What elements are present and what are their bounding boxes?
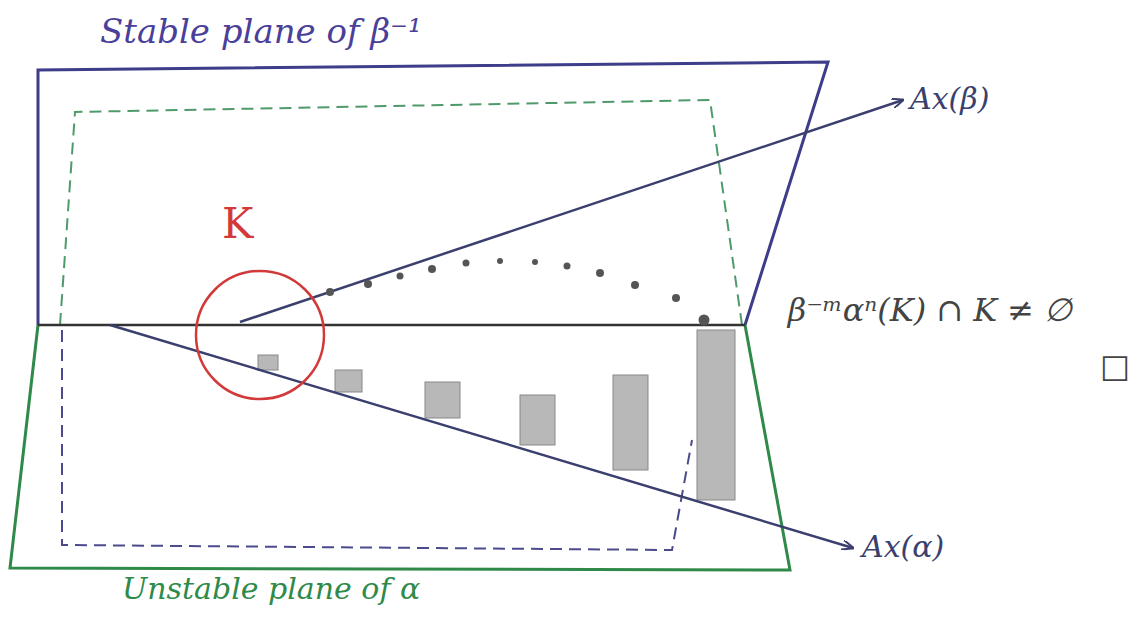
iterate-dots (326, 258, 710, 326)
axis-label: Ax(α) (862, 530, 944, 565)
axis-beta-arrow (240, 100, 903, 322)
axis-alpha-arrow (110, 325, 853, 548)
compact-set-circle (196, 271, 324, 399)
set-label: K (222, 200, 253, 248)
stable-plane-hidden (62, 330, 692, 550)
plane-title: Unstable plane of α (122, 572, 420, 607)
intersection-line (38, 324, 745, 327)
iterate-bars (258, 330, 735, 500)
qed-symbol: □ (1100, 348, 1130, 385)
stable-plane (38, 62, 828, 325)
unstable-plane-hidden (60, 100, 742, 325)
formula: β⁻ᵐαⁿ(K) ∩ K ≠ ∅ (765, 292, 1095, 329)
axis-label: Ax(β) (910, 82, 989, 117)
unstable-plane (10, 325, 790, 570)
plane-title: Stable plane of β⁻¹ (100, 12, 422, 51)
